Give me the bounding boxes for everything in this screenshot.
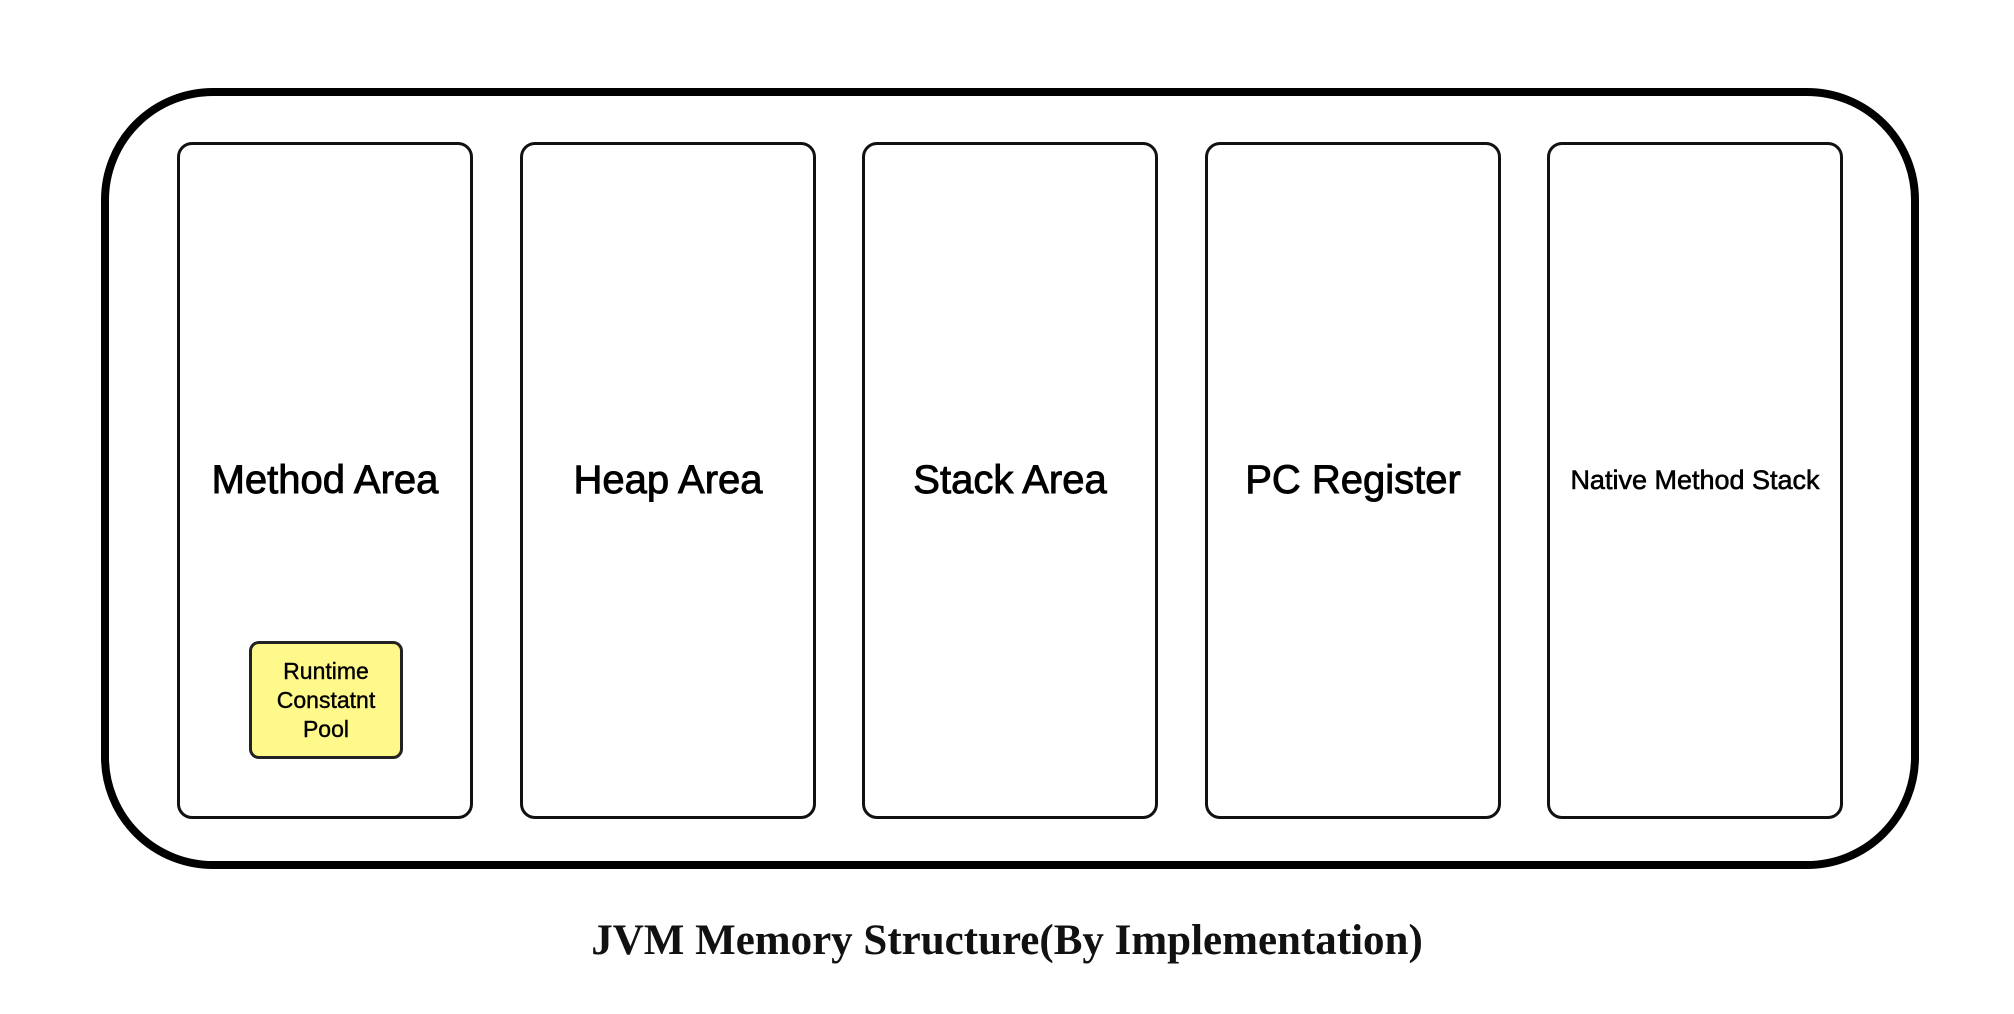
heap-area-label: Heap Area [573, 458, 763, 503]
runtime-constant-pool-box: Runtime Constatnt Pool [249, 641, 403, 759]
pc-register-box: PC Register [1205, 142, 1501, 819]
native-method-stack-box: Native Method Stack [1547, 142, 1843, 819]
runtime-constant-pool-label: Runtime Constatnt Pool [276, 657, 376, 742]
native-method-stack-label: Native Method Stack [1570, 465, 1820, 496]
stack-area-label: Stack Area [913, 458, 1107, 503]
stack-area-box: Stack Area [862, 142, 1158, 819]
heap-area-box: Heap Area [520, 142, 816, 819]
method-area-label: Method Area [211, 458, 439, 503]
diagram-caption: JVM Memory Structure(By Implementation) [591, 917, 1423, 964]
pc-register-label: PC Register [1245, 458, 1462, 503]
